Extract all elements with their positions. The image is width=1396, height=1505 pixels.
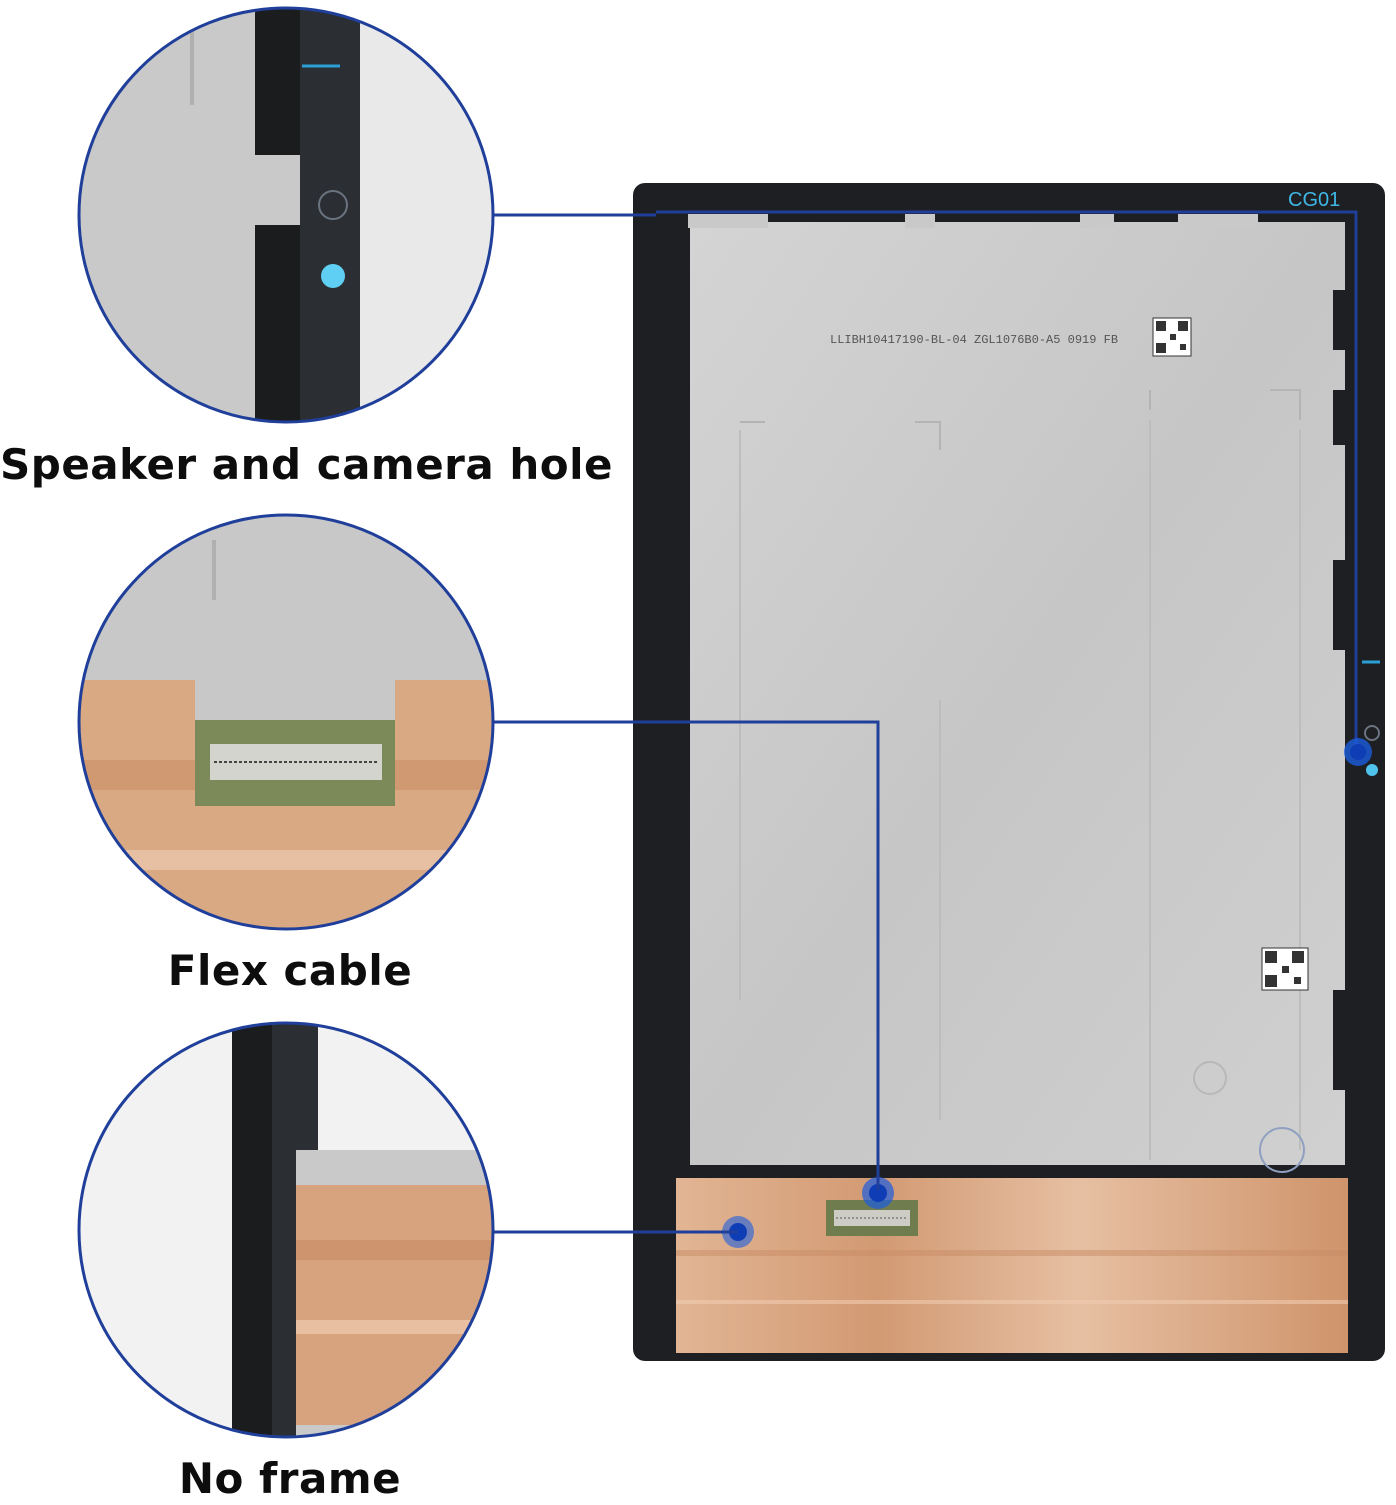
zoom-circle-flex-cable <box>77 513 495 931</box>
copper-tape <box>676 1178 1348 1353</box>
stamp-mark <box>1259 1127 1305 1173</box>
caption-speaker-camera-hole: Speaker and camera hole <box>0 440 613 489</box>
zoom-circle-speaker-camera <box>77 6 495 424</box>
panel-corner-code: CG01 <box>1288 189 1340 211</box>
zoom-circle-no-frame <box>77 1021 495 1439</box>
caption-no-frame: No frame <box>178 1454 402 1503</box>
camera-hole <box>321 264 345 288</box>
callout-leaders <box>492 213 880 1234</box>
qr-code-top <box>1152 317 1192 357</box>
qr-code-bottom <box>1261 947 1309 991</box>
panel-serial-label: LLIBH10417190-BL-04 ZGL1076B0-A5 0919 FB <box>830 333 1118 347</box>
panel-back-sheet <box>690 222 1345 1165</box>
copper-tape-zoom <box>296 1185 493 1425</box>
caption-flex-cable: Flex cable <box>167 946 413 995</box>
tablet-panel: CG01 LLIBH10417190-BL-04 ZGL1076B0-A5 09… <box>633 183 1385 1361</box>
stamp-mark <box>1193 1061 1227 1095</box>
